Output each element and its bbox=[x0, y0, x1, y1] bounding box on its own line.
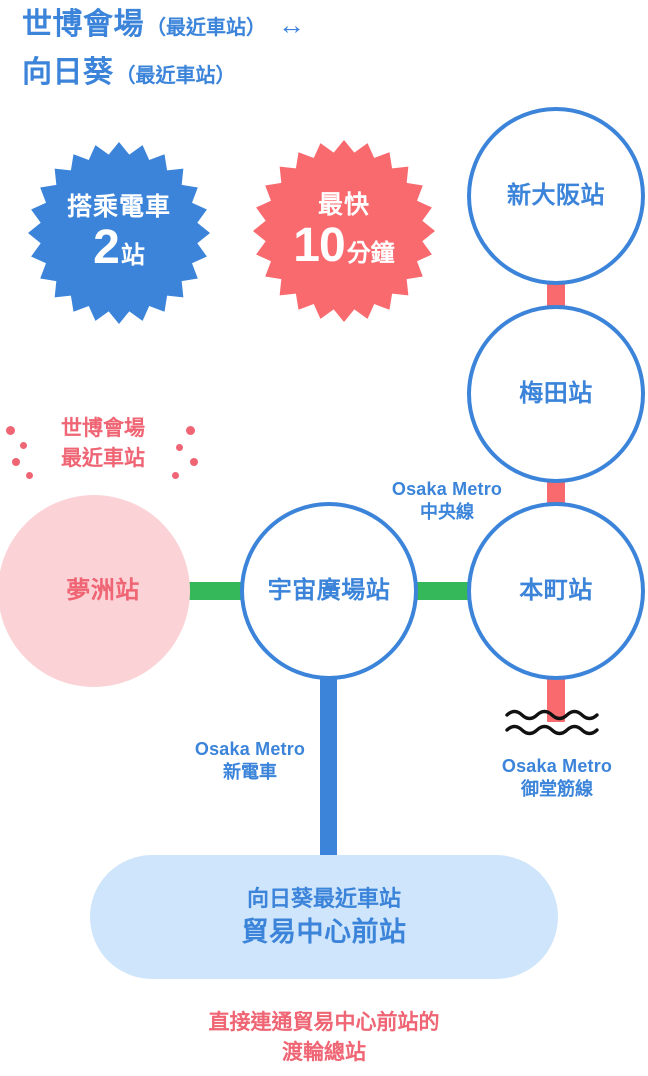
line-label-midosuji-en: Osaka Metro bbox=[501, 756, 613, 776]
line-label-chuo: Osaka Metro 中央線 bbox=[352, 478, 542, 523]
line-label-midosuji-zh: 御堂筋線 bbox=[521, 778, 593, 799]
destination-sub-label: 向日葵最近車站 bbox=[246, 885, 401, 911]
station-label: 梅田站 bbox=[519, 379, 593, 407]
badge-ride-value: 2 站 bbox=[93, 220, 145, 274]
decorative-dot bbox=[20, 442, 27, 449]
footnote-line1: 直接連通貿易中心前站的 bbox=[208, 1011, 440, 1034]
line-label-new-tram-zh: 新電車 bbox=[223, 761, 277, 782]
route-line-chuo-west bbox=[178, 582, 248, 600]
line-label-midosuji: Osaka Metro 御堂筋線 bbox=[462, 755, 648, 800]
badge-ride-content: 搭乘電車 2 站 bbox=[66, 192, 171, 274]
decorative-dot bbox=[186, 426, 195, 435]
title-destination-sub: （最近車站） bbox=[115, 65, 236, 87]
station-label: 宇宙廣場站 bbox=[267, 576, 391, 604]
expo-caption-line1: 世博會場 bbox=[61, 417, 145, 440]
badge-fastest-top-label: 最快 bbox=[317, 190, 370, 219]
station-label: 夢洲站 bbox=[66, 576, 140, 604]
badge-ride-number: 2 bbox=[93, 220, 120, 274]
decorative-dot bbox=[172, 472, 179, 479]
title-origin-main: 世博會場 bbox=[22, 8, 144, 41]
station-umeda[interactable]: 梅田站 bbox=[467, 305, 645, 483]
badge-ride-stations: 搭乘電車 2 站 bbox=[28, 142, 210, 324]
wave-lines-icon bbox=[505, 709, 599, 736]
decorative-dot bbox=[190, 458, 198, 466]
title-line-destination: 向日葵 （最近車站） bbox=[22, 58, 622, 88]
badge-fastest-content: 最快 10 分鐘 bbox=[293, 190, 395, 272]
title-origin-sub: （最近車站） bbox=[146, 17, 266, 39]
route-line-midosuji-upper bbox=[547, 281, 565, 311]
station-label: 本町站 bbox=[519, 576, 593, 604]
decorative-dot bbox=[12, 458, 20, 466]
badge-fastest-unit: 分鐘 bbox=[346, 239, 395, 267]
page-title: 世博會場 （最近車站） ↔ 向日葵 （最近車站） bbox=[22, 10, 622, 88]
expo-nearest-station-caption: 世博會場 最近車站 bbox=[0, 414, 210, 484]
footnote-line2: 渡輪總站 bbox=[282, 1041, 366, 1065]
line-label-new-tram-en: Osaka Metro bbox=[194, 739, 306, 759]
station-honmachi[interactable]: 本町站 bbox=[467, 502, 645, 680]
decorative-dot bbox=[176, 444, 183, 451]
starburst-shape-blue bbox=[28, 142, 210, 324]
station-yumeshima[interactable]: 夢洲站 bbox=[0, 495, 190, 687]
footnote: 直接連通貿易中心前站的 渡輪總站 bbox=[0, 1008, 648, 1069]
route-line-chuo-east bbox=[410, 582, 475, 600]
destination-main-label: 貿易中心前站 bbox=[241, 917, 407, 947]
route-line-midosuji-lower bbox=[547, 676, 565, 722]
title-line-origin: 世博會場 （最近車站） ↔ bbox=[22, 10, 622, 40]
line-label-chuo-zh: 中央線 bbox=[420, 501, 474, 522]
expo-caption-text: 世博會場 最近車站 bbox=[38, 414, 168, 475]
title-destination-main: 向日葵 bbox=[22, 56, 114, 89]
decorative-dot bbox=[26, 472, 33, 479]
station-cosmo-square[interactable]: 宇宙廣場站 bbox=[240, 502, 418, 680]
double-arrow-icon: ↔ bbox=[278, 10, 305, 40]
route-line-midosuji-middle bbox=[547, 479, 565, 509]
badge-ride-top-label: 搭乘電車 bbox=[66, 192, 171, 221]
station-label: 新大阪站 bbox=[507, 181, 605, 209]
starburst-shape-red bbox=[253, 140, 435, 322]
badge-fastest-value: 10 分鐘 bbox=[293, 218, 395, 272]
route-line-new-tram bbox=[320, 672, 337, 867]
line-label-new-tram: Osaka Metro 新電車 bbox=[160, 738, 340, 783]
station-shin-osaka[interactable]: 新大阪站 bbox=[467, 107, 645, 285]
badge-ride-unit: 站 bbox=[120, 241, 145, 269]
expo-caption-line2: 最近車站 bbox=[61, 447, 145, 471]
badge-fastest-number: 10 bbox=[293, 218, 345, 272]
line-label-chuo-en: Osaka Metro bbox=[391, 479, 503, 499]
decorative-dot bbox=[6, 426, 15, 435]
badge-fastest-time: 最快 10 分鐘 bbox=[253, 140, 435, 322]
destination-station-pill[interactable]: 向日葵最近車站 貿易中心前站 bbox=[90, 855, 558, 979]
